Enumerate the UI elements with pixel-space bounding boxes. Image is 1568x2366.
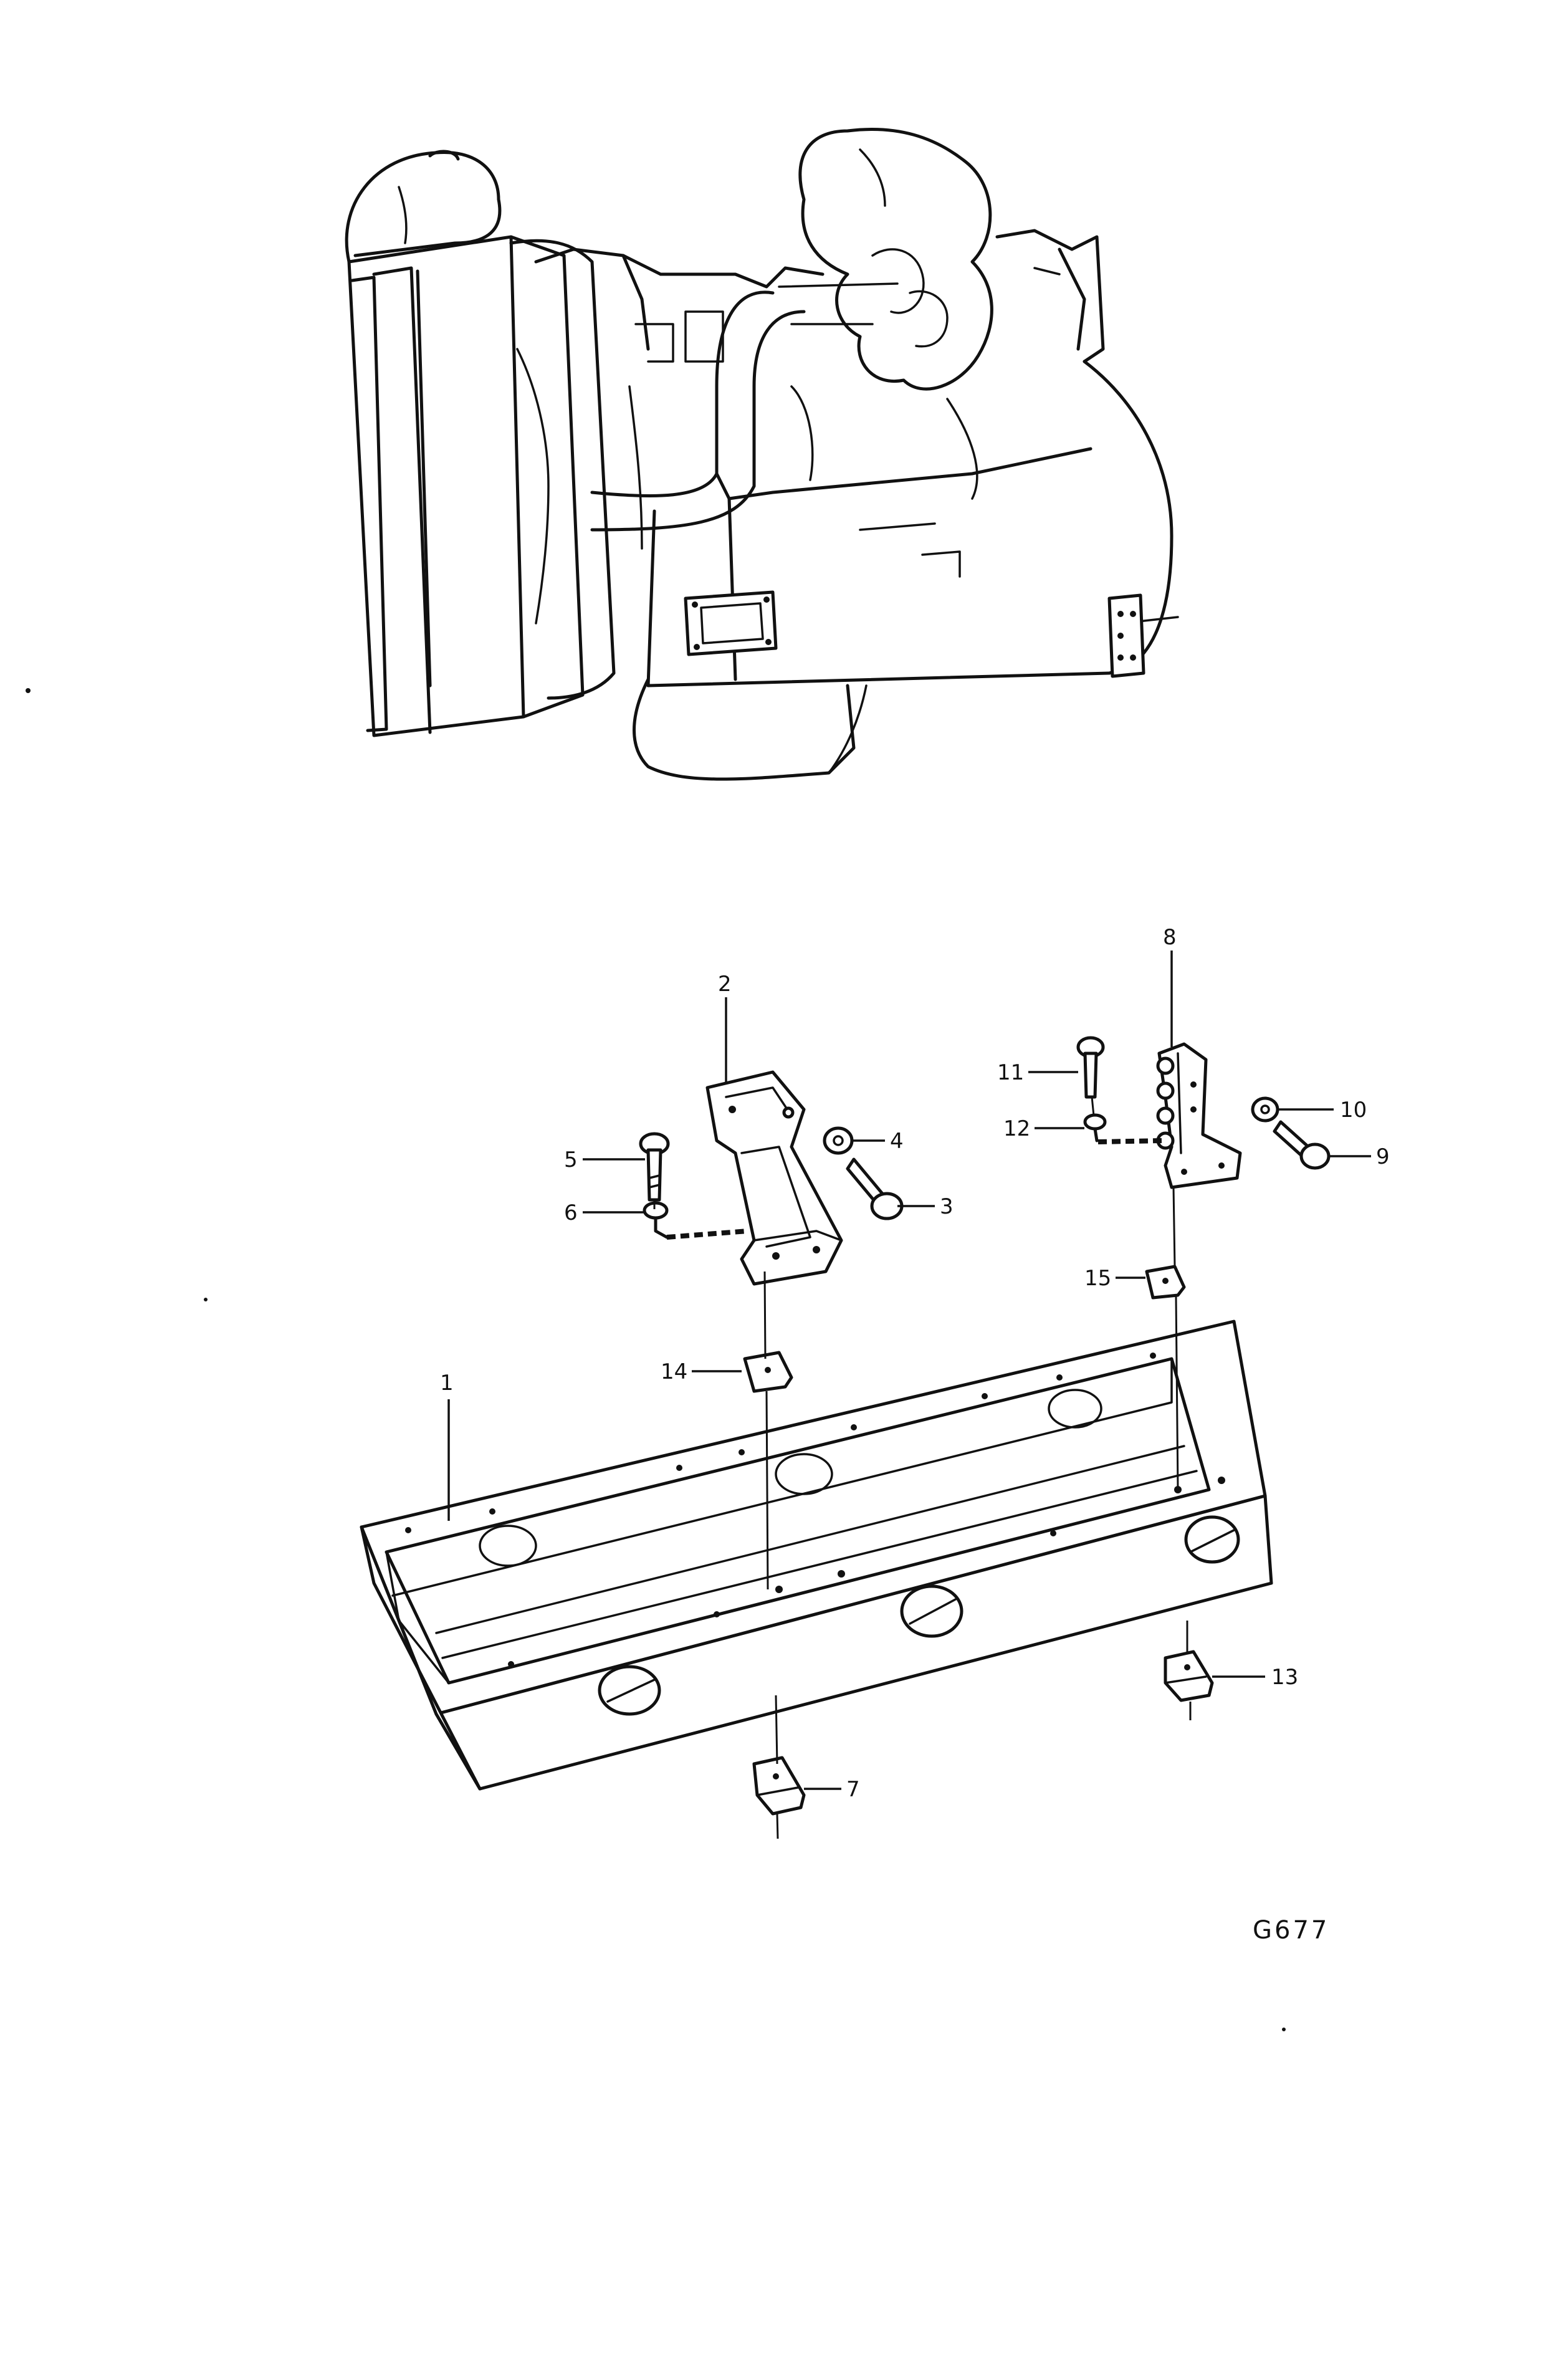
callout-4: 4 [890, 1129, 904, 1154]
callout-11: 11 [997, 1060, 1024, 1085]
bolt-5 [639, 1132, 670, 1202]
callout-10: 10 [1340, 1098, 1367, 1123]
rear-engine-bracket [1156, 1042, 1242, 1189]
shim-14 [743, 1351, 793, 1393]
callout-13: 13 [1271, 1665, 1298, 1690]
bolt-11 [1076, 1036, 1105, 1099]
foot-7 [752, 1756, 806, 1816]
callout-9: 9 [1376, 1144, 1390, 1169]
lock-washer-6 [643, 1201, 669, 1239]
callout-7: 7 [846, 1777, 860, 1802]
foot-13 [1164, 1650, 1214, 1702]
callout-12: 12 [1003, 1116, 1030, 1141]
callout-1: 1 [440, 1371, 454, 1396]
engine-bed-frame [360, 1320, 1273, 1791]
front-engine-bracket [705, 1070, 843, 1286]
callout-3: 3 [940, 1194, 954, 1219]
bolt-3 [846, 1157, 904, 1220]
callout-5: 5 [564, 1147, 578, 1172]
callout-14: 14 [661, 1359, 687, 1384]
lock-washer-12 [1083, 1113, 1107, 1142]
washer-10 [1251, 1096, 1279, 1123]
callout-6: 6 [564, 1200, 578, 1225]
engine-illustration [345, 128, 1179, 781]
washer-4 [823, 1126, 854, 1155]
shim-15 [1145, 1265, 1186, 1300]
callout-15: 15 [1084, 1266, 1111, 1291]
callout-2: 2 [718, 972, 732, 997]
bolt-9 [1273, 1120, 1331, 1170]
callout-8: 8 [1163, 925, 1177, 950]
drawing-code: G677 [1253, 1916, 1329, 1945]
callout-labels: 1 2 3 4 5 6 7 8 9 10 11 12 13 14 15 [440, 925, 1390, 1802]
